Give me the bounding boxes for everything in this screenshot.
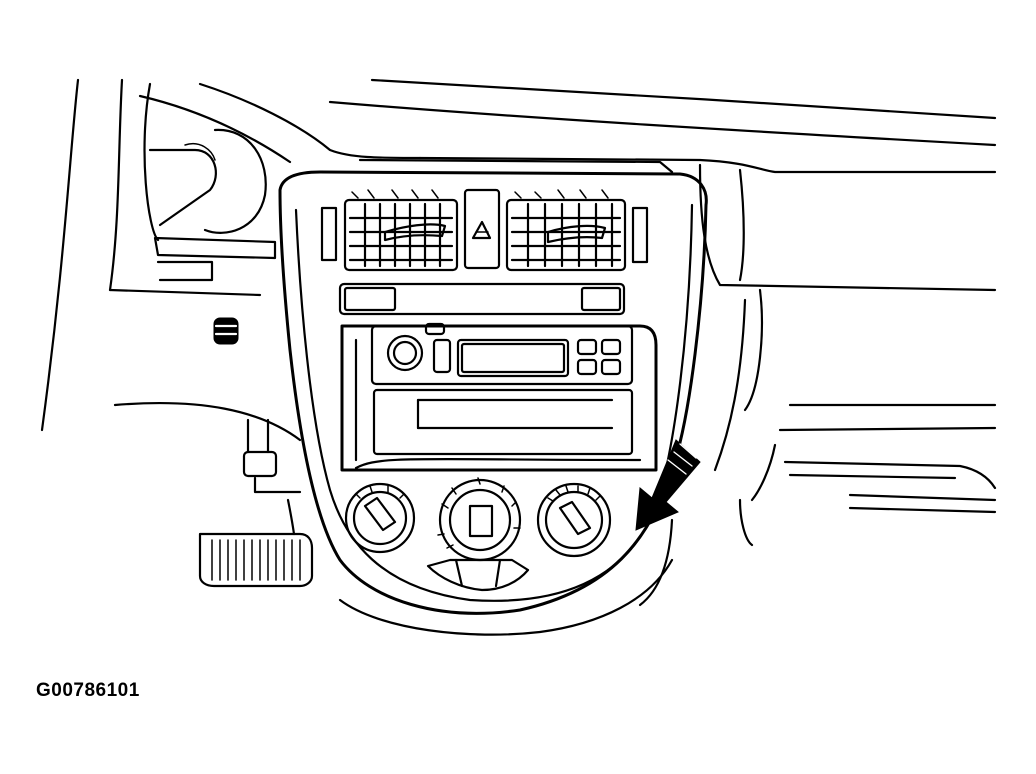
dash-switch-icon: [213, 317, 239, 345]
temperature-knob: [536, 482, 612, 558]
center-console: [278, 158, 708, 636]
hazard-switch: [463, 188, 501, 270]
left-dash-trim: [108, 236, 302, 494]
radio-opening: [340, 324, 658, 472]
fan-speed-knob: [344, 482, 416, 554]
right-dash-trim: [698, 163, 997, 547]
ac-button-row: [426, 558, 530, 592]
air-distribution-knob: [437, 477, 522, 562]
radio-unit: [370, 322, 634, 386]
accelerator-pedal: [198, 498, 314, 588]
storage-pocket: [372, 388, 634, 456]
switch-bar: [338, 282, 626, 316]
right-air-vent: [505, 189, 649, 272]
figure-id-label: G00786101: [36, 680, 140, 701]
steering-wheel: [40, 78, 267, 432]
dashboard-upper-contours: [138, 78, 997, 174]
arrow-down-left-icon: [635, 439, 701, 531]
lower-console-edge: [638, 298, 747, 607]
left-air-vent: [320, 189, 459, 272]
